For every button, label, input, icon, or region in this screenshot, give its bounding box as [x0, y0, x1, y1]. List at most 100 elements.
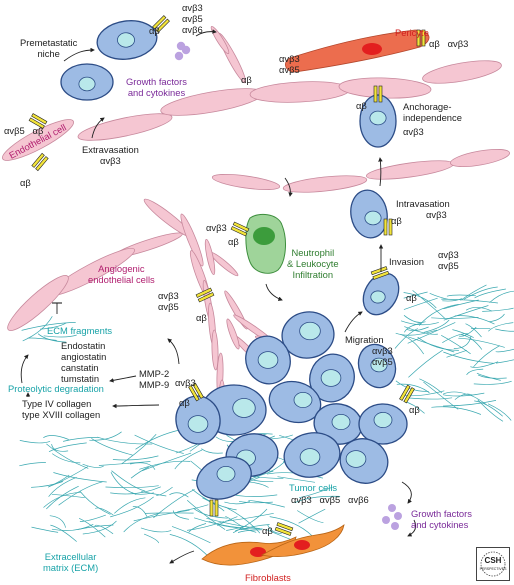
endothelial-vessel-cell — [249, 81, 351, 103]
endothelial-vessel-cell — [338, 77, 432, 99]
ecm-fiber — [476, 372, 501, 381]
ecm-fiber — [186, 521, 225, 531]
ecm-fiber — [466, 368, 484, 376]
endothelial-vessel-cell — [180, 213, 204, 267]
ecm-fiber — [111, 470, 146, 492]
ecm-fiber — [277, 476, 316, 483]
endothelial-vessel-cell — [77, 113, 173, 141]
ecm-fiber — [442, 333, 468, 343]
endothelial-vessel-cell — [204, 238, 216, 276]
ecm-fiber — [460, 284, 487, 301]
arrow-growth-bottom — [407, 519, 417, 537]
ecm-fiber — [299, 486, 333, 499]
growth-factor-dot — [388, 504, 396, 512]
ecm-fiber — [169, 492, 189, 498]
ecm-fiber — [48, 466, 89, 487]
ecm-fiber — [487, 403, 512, 421]
arrow-intravasation-up — [378, 157, 383, 187]
ecm-fiber — [407, 322, 456, 344]
fibroblasts-label: Fibroblasts — [245, 572, 291, 583]
endothelial-vessel-cell — [282, 175, 368, 193]
ecm-fiber — [140, 527, 172, 533]
ecm-fiber — [156, 486, 173, 496]
endothelial-vessel-cell — [450, 148, 510, 168]
endothelial-vessel-cell — [226, 318, 240, 350]
cell-nucleus — [293, 391, 313, 408]
ecm-fiber — [407, 336, 455, 353]
ecm-fiber — [51, 444, 69, 452]
proteolytic-degradation-label: Proteolytic degradation — [8, 383, 104, 394]
ecm-fiber — [395, 329, 438, 336]
ecm-fiber — [400, 320, 439, 326]
growth-factor-dot — [176, 41, 186, 51]
pericyte-cell — [285, 29, 430, 73]
tumor-integrins-label: αvβ3 αvβ5 αvβ6 — [291, 494, 369, 505]
ecm-fiber — [58, 481, 103, 506]
ecm-fiber — [400, 333, 424, 355]
ecm-fiber — [443, 351, 495, 364]
endothelial-cell-left — [2, 119, 74, 161]
ecm-fiber — [50, 524, 77, 542]
ecm-fiber — [110, 496, 154, 518]
integrin-receptor — [209, 499, 219, 517]
ecm-fiber — [46, 443, 89, 469]
cell-nucleus — [299, 321, 321, 341]
ecm-fiber — [141, 491, 167, 497]
ecm-fiber — [473, 345, 500, 368]
ecm-fiber — [473, 380, 512, 385]
integrin-receptor — [195, 287, 215, 303]
endothelial-vessel-cell — [211, 174, 281, 190]
cell-nucleus — [370, 290, 386, 304]
ecm-fiber — [495, 348, 514, 353]
ecm-fiber — [112, 455, 159, 461]
endothelial-vessel-cell — [366, 160, 454, 180]
ecm-fiber — [489, 290, 514, 303]
ecm-fiber — [458, 337, 505, 348]
ecm-fragment-fiber — [40, 322, 67, 330]
arrow-neutrophil — [265, 283, 283, 301]
ecm-fiber — [474, 400, 503, 417]
ecm-fiber — [98, 461, 151, 466]
tumor-cells-label: Tumor cells — [289, 482, 338, 493]
ab-neutrophil-label: αβ — [228, 236, 239, 247]
ecm-fiber — [82, 463, 104, 468]
ecm-fiber — [412, 290, 446, 319]
ecm-fiber — [91, 438, 133, 456]
ecm-fiber — [121, 434, 157, 465]
ecm-fiber — [394, 328, 418, 349]
ecm-fiber — [429, 292, 449, 300]
ecm-fiber — [407, 397, 453, 400]
ecm-fiber — [238, 500, 273, 504]
fibroblast-nucleus — [294, 540, 310, 550]
ecm-fiber — [169, 534, 211, 560]
ecm-fiber — [249, 470, 274, 480]
ecm-fiber — [51, 453, 81, 464]
endothelial-vessel-cell — [211, 329, 219, 371]
growth-factor-dot — [174, 51, 184, 61]
ecm-fiber — [193, 517, 242, 529]
ecm-fiber — [130, 462, 156, 470]
ecm-fiber — [123, 512, 161, 533]
integrin-receptor — [31, 152, 49, 172]
ecm-fiber — [171, 526, 211, 544]
ecm-fiber — [237, 529, 262, 533]
ecm-fiber — [172, 510, 190, 520]
integrin-receptor — [373, 85, 383, 103]
integrin-neutrophil-label: αvβ3 — [206, 222, 227, 233]
integrin-receptor — [152, 15, 170, 33]
ab-mmp-label: αβ — [179, 397, 190, 408]
ecm-fiber — [403, 292, 437, 309]
ab-top-label: αβ — [149, 25, 160, 36]
integrin-receptor — [399, 384, 415, 404]
ecm-fiber — [79, 491, 111, 515]
integrin-receptor — [370, 266, 390, 280]
ecm-fiber — [174, 449, 203, 470]
ecm-fiber — [454, 315, 495, 325]
arrow-to-collagen — [112, 403, 160, 409]
